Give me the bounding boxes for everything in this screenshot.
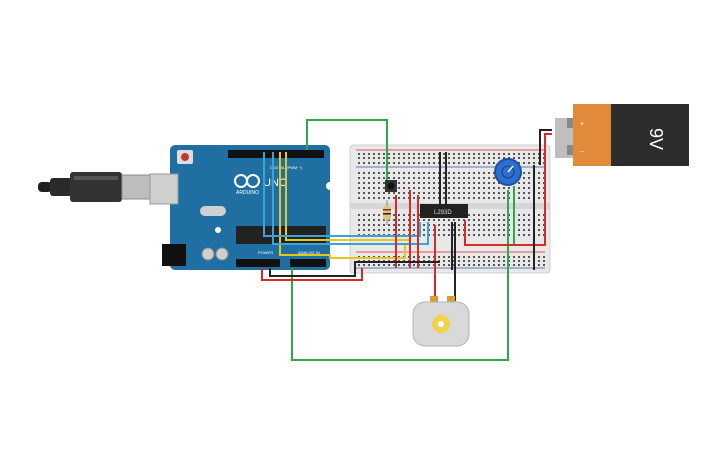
wire-black-battery bbox=[539, 129, 552, 165]
arduino-brand: ARDUINO bbox=[236, 190, 259, 196]
arduino-model: UNO bbox=[263, 177, 288, 189]
ic-label: L293D bbox=[434, 210, 452, 216]
arduino-uno-board[interactable]: ARDUINO UNO DIGITAL (PWM ~) ANALOG IN PO… bbox=[149, 145, 334, 270]
wire-red-power bbox=[261, 268, 363, 281]
pushbutton-icon[interactable] bbox=[385, 180, 397, 192]
battery-pos: + bbox=[580, 121, 584, 128]
wire-black-ground bbox=[269, 261, 440, 277]
dc-motor-icon[interactable] bbox=[412, 296, 470, 347]
l293d-ic[interactable]: L293D bbox=[420, 204, 468, 218]
wire-green-bottom bbox=[291, 190, 509, 361]
wires bbox=[261, 119, 552, 361]
arduino-logo bbox=[234, 174, 260, 188]
usb-cable-icon bbox=[38, 172, 153, 202]
power-pins-label: POWER bbox=[258, 250, 273, 255]
wire-blue bbox=[263, 152, 421, 237]
battery-9v[interactable]: 9V + − bbox=[555, 104, 689, 166]
battery-label: 9V bbox=[646, 128, 666, 150]
resistor-icon[interactable] bbox=[383, 200, 391, 225]
wire-yellow bbox=[279, 152, 406, 259]
potentiometer-icon[interactable] bbox=[494, 158, 522, 186]
wire-green-top bbox=[306, 119, 388, 180]
battery-neg: − bbox=[580, 149, 584, 156]
analog-pins-label: ANALOG IN bbox=[298, 250, 320, 255]
